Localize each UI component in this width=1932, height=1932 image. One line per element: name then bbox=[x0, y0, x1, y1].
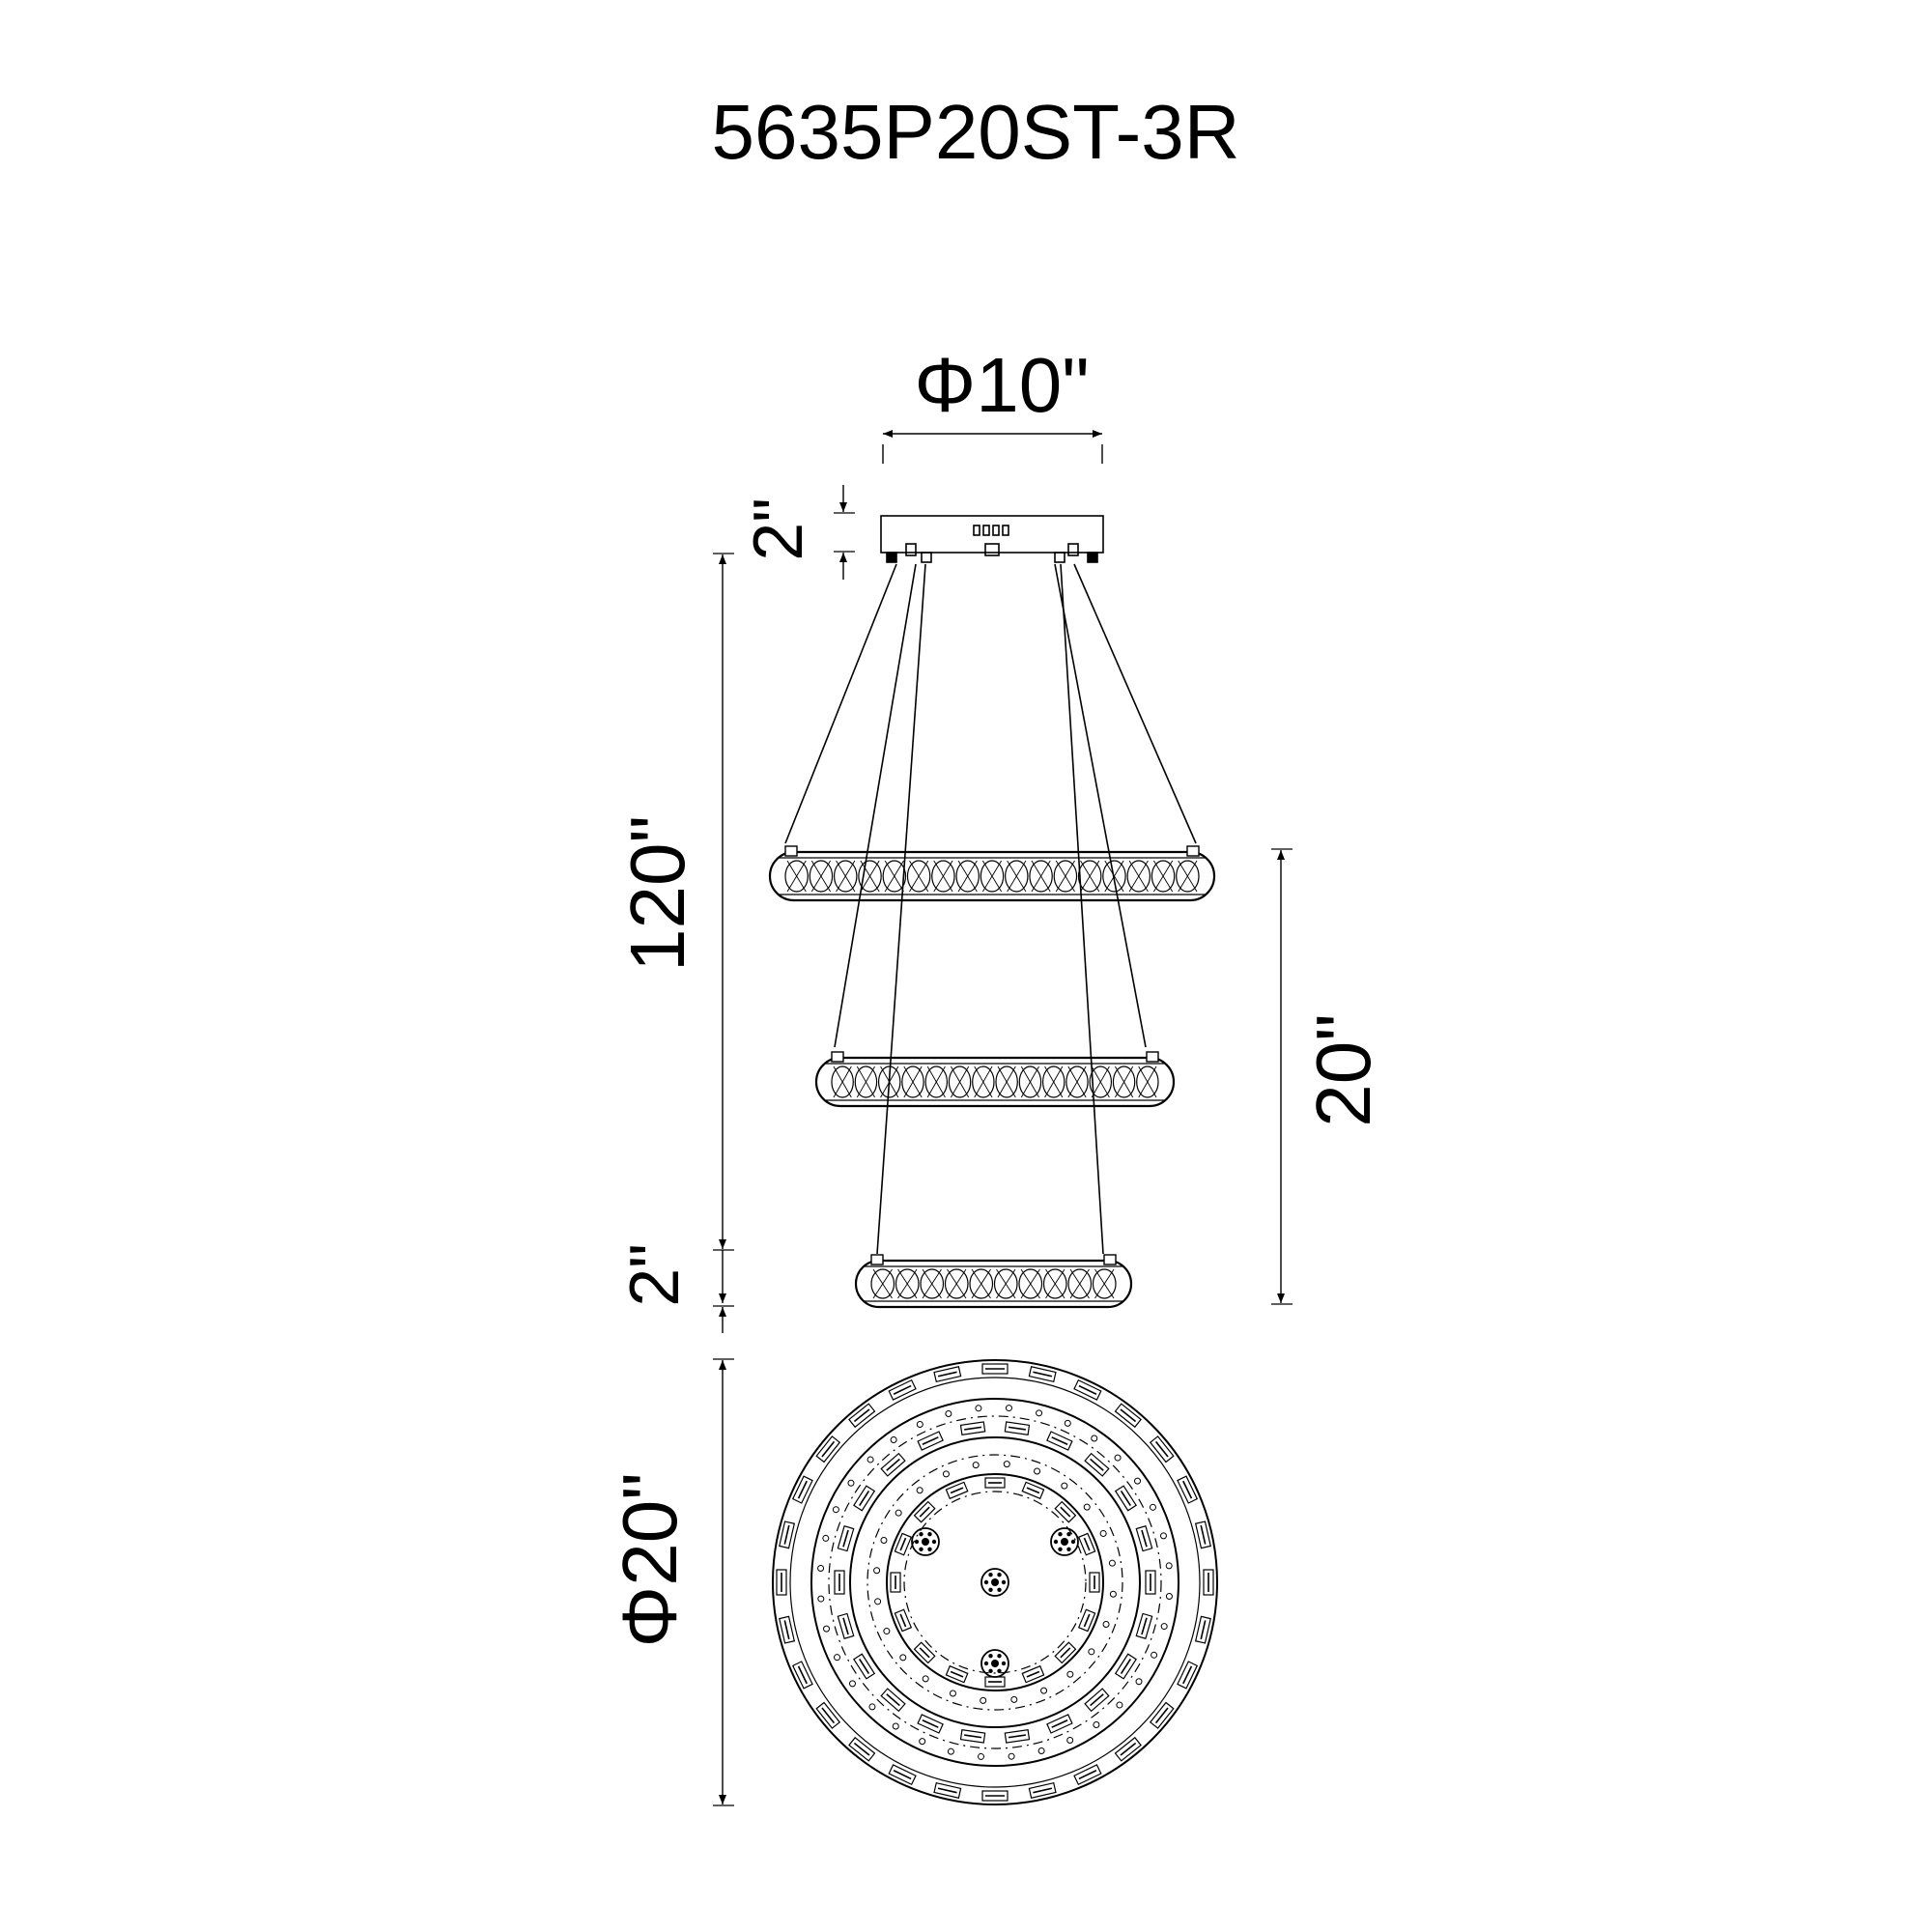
suspension-cables bbox=[784, 563, 1197, 1255]
ring-height-label: 2" bbox=[616, 1243, 694, 1307]
ring-middle bbox=[814, 1051, 1176, 1108]
canopy bbox=[880, 515, 1104, 563]
ring-top bbox=[768, 845, 1216, 902]
diameter-label: Φ20" bbox=[607, 1472, 693, 1647]
canopy-height-label: 2" bbox=[740, 497, 817, 561]
plan-view bbox=[772, 1359, 1218, 1805]
body-height-dimension bbox=[1271, 848, 1293, 1305]
canopy-height-dimension bbox=[834, 485, 855, 580]
body-height-label: 20" bbox=[1300, 1013, 1386, 1126]
canopy-diameter-dimension bbox=[882, 430, 1103, 464]
overall-height-dimension bbox=[713, 553, 734, 1251]
diameter-dimension bbox=[713, 1358, 734, 1806]
canopy-diameter-label: Φ10" bbox=[914, 342, 1089, 428]
ring-bottom bbox=[854, 1254, 1133, 1309]
overall-height-label: 120" bbox=[614, 815, 700, 972]
ring-height-dimension bbox=[713, 1250, 734, 1333]
model-number: 5635P20ST-3R bbox=[711, 89, 1239, 175]
